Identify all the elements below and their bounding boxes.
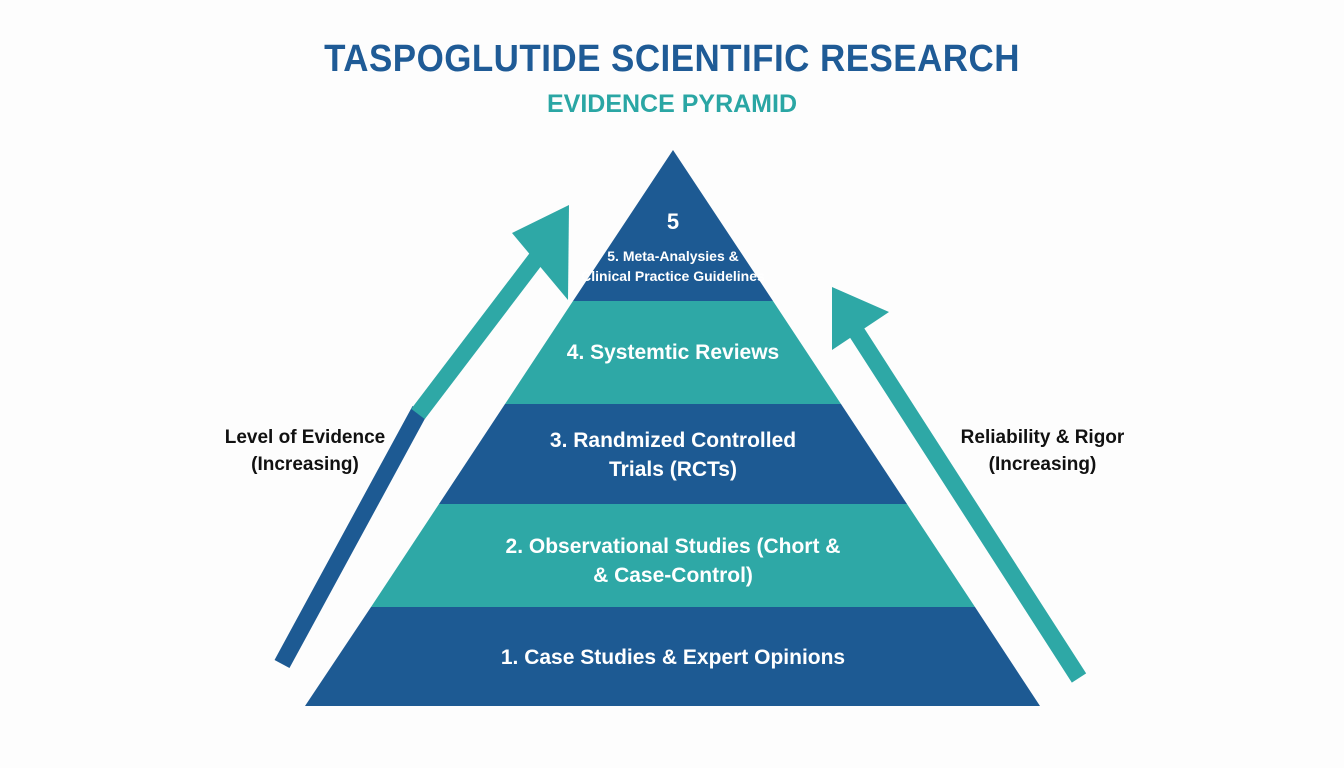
level-4-line1: 4. Systemtic Reviews xyxy=(566,341,780,364)
level-2-band xyxy=(371,504,975,607)
level-5-line1: 5. Meta-Analysies & xyxy=(607,248,739,264)
page-title: TASPOGLUTIDE SCIENTIFIC RESEARCH xyxy=(324,38,1020,80)
level-4-label: 4. Systemtic Reviews xyxy=(523,338,823,367)
level-4-band xyxy=(505,301,841,404)
top-number: 5 xyxy=(666,209,680,234)
level-1-line1: 1. Case Studies & Expert Opinions xyxy=(500,646,846,669)
level-1-band xyxy=(305,607,1040,706)
level-3-line2: Trials (RCTs) xyxy=(609,458,737,481)
left-axis-line1: Level of Evidence xyxy=(224,427,386,448)
level-5-line2: Clinical Practice Guidelines xyxy=(581,268,765,284)
level-2-line2: & Case-Control) xyxy=(593,564,753,587)
level-2-label: 2. Observational Studies (Chort & & Case… xyxy=(423,532,923,590)
left-axis-line2: (Increasing) xyxy=(251,454,359,475)
page-subtitle: EVIDENCE PYRAMID xyxy=(546,90,798,118)
left-axis-label: Level of Evidence (Increasing) xyxy=(200,424,410,478)
right-arrow-icon xyxy=(832,287,1087,683)
level-3-line1: 3. Randmized Controlled xyxy=(549,429,797,452)
level-3-band xyxy=(439,404,907,504)
right-axis-label: Reliability & Rigor (Increasing) xyxy=(935,424,1150,478)
right-axis-line2: (Increasing) xyxy=(988,454,1097,475)
left-arrow-icon xyxy=(274,205,569,669)
right-axis-line1: Reliability & Rigor xyxy=(960,427,1125,448)
level-3-label: 3. Randmized Controlled Trials (RCTs) xyxy=(473,426,873,484)
level-1-label: 1. Case Studies & Expert Opinions xyxy=(423,643,923,672)
level-5-band xyxy=(573,150,773,301)
level-2-line1: 2. Observational Studies (Chort & xyxy=(505,535,841,558)
level-5-label: 5. Meta-Analysies & Clinical Practice Gu… xyxy=(573,246,773,286)
